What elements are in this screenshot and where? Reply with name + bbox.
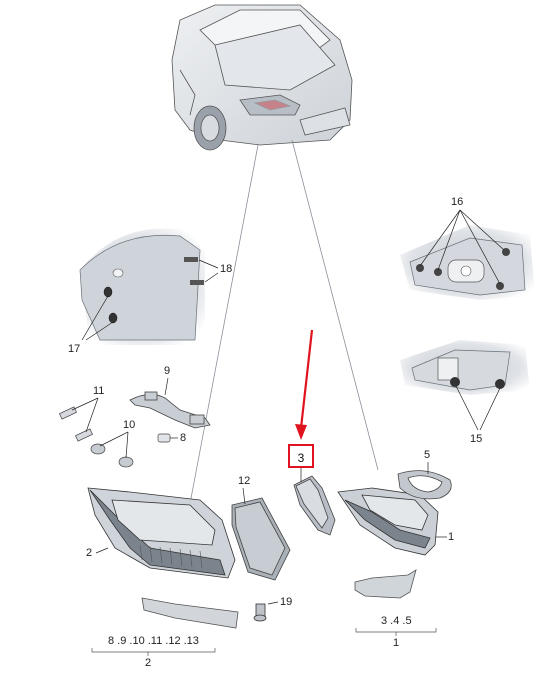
- leader-lines-15: [455, 385, 501, 431]
- part-13-trim-strip: [141, 597, 239, 629]
- part-5-seal: [397, 470, 452, 500]
- callout-10: 10: [123, 419, 136, 431]
- part-19-screw: [253, 603, 267, 622]
- leader-lines-17-18: [81, 259, 219, 341]
- callout-8: 8: [180, 432, 187, 444]
- inset-lamp-mount-16: [400, 225, 535, 300]
- car-rear-view: [171, 4, 353, 151]
- group-label-right: 3 .4 .5: [381, 615, 412, 627]
- part-1-tail-lamp: [337, 487, 439, 556]
- part-12-pad: [231, 497, 291, 581]
- part-11-bulbs: [59, 406, 93, 442]
- callout-3: 3: [297, 451, 305, 465]
- group-label-left: 8 .9 .10 .11 .12 .13: [108, 635, 199, 647]
- callout-12: 12: [238, 475, 251, 487]
- leader-lines-16: [419, 209, 505, 285]
- group-bracket-right: [355, 628, 437, 636]
- inset-lamp-mount-15: [400, 340, 530, 395]
- callout-11: 11: [93, 385, 105, 397]
- callout-3-highlight: 3: [288, 444, 314, 468]
- part-10-grommets: [90, 443, 134, 468]
- leader-9: [164, 377, 169, 396]
- callout-19: 19: [280, 596, 293, 608]
- callout-5: 5: [424, 449, 431, 461]
- leader-10: [99, 431, 129, 459]
- leader-19: [267, 601, 279, 605]
- part-4-trim: [354, 569, 417, 599]
- callout-2-lamp: 2: [86, 547, 93, 559]
- callout-18: 18: [220, 263, 233, 275]
- part-8-bulb-socket: [157, 433, 171, 443]
- guide-lines: [184, 139, 379, 531]
- inset-trunk-interior: [79, 228, 205, 345]
- leader-11: [71, 397, 99, 433]
- leader-2a: [95, 547, 109, 554]
- callout-9: 9: [164, 365, 171, 377]
- part-3-cover: [293, 475, 336, 536]
- callout-17: 17: [68, 343, 81, 355]
- red-arrow: [295, 329, 314, 440]
- callout-2-group: 2: [145, 657, 152, 669]
- leader-12: [242, 487, 246, 505]
- callout-15: 15: [470, 433, 483, 445]
- part-9-wiring-harness: [129, 391, 211, 429]
- callout-1-group: 1: [393, 637, 400, 649]
- part-2-tail-lamp: [87, 487, 236, 579]
- callout-1-lamp: 1: [448, 531, 455, 543]
- group-bracket-left: [91, 648, 216, 656]
- callout-16: 16: [451, 196, 464, 208]
